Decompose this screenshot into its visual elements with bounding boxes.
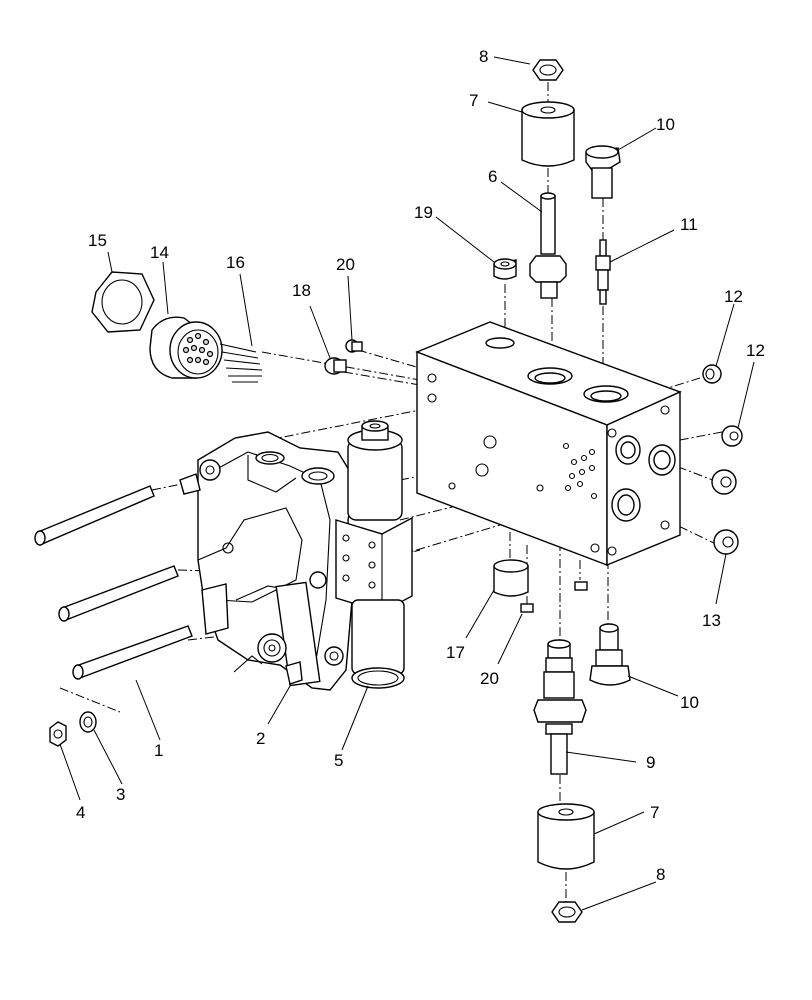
callout-8-bottom: 8 — [656, 865, 665, 884]
callout-14: 14 — [150, 243, 169, 262]
callout-8-top: 8 — [479, 47, 488, 66]
callout-13: 13 — [702, 611, 721, 630]
callout-5: 5 — [334, 751, 343, 770]
upper-coil-stack — [521, 59, 575, 299]
electrical-connector-group — [91, 271, 263, 383]
leader-lines — [59, 56, 755, 911]
callout-12-lower: 12 — [746, 341, 765, 360]
tie-rod-nut-and-washer — [49, 711, 97, 747]
callout-2: 2 — [256, 729, 265, 748]
callout-15: 15 — [88, 231, 107, 250]
callout-6: 6 — [488, 167, 497, 186]
valve-body-housing — [179, 431, 356, 691]
lower-plugs — [493, 559, 588, 613]
callout-20-bottom: 20 — [480, 669, 499, 688]
connector-pins — [219, 343, 263, 383]
callout-9: 9 — [646, 753, 655, 772]
valve-manifold-block — [415, 321, 682, 567]
solenoid-valve-assembly — [335, 420, 413, 689]
callout-3: 3 — [116, 785, 125, 804]
callout-16: 16 — [226, 253, 245, 272]
callout-20-top: 20 — [336, 255, 355, 274]
upper-sensor-and-pin — [585, 145, 621, 305]
callout-10-top: 10 — [656, 115, 675, 134]
callout-7-bottom: 7 — [650, 803, 659, 822]
callout-19: 19 — [414, 203, 433, 222]
callout-10-bottom: 10 — [680, 693, 699, 712]
callout-labels: 8 7 10 6 19 11 15 14 16 20 18 12 12 13 1… — [76, 47, 765, 884]
callout-1: 1 — [154, 741, 163, 760]
callout-11: 11 — [680, 215, 698, 234]
callout-18: 18 — [292, 281, 311, 300]
lower-sensor — [589, 623, 631, 686]
callout-4: 4 — [76, 803, 85, 822]
tie-rods — [34, 485, 193, 680]
callout-17: 17 — [446, 643, 465, 662]
upper-plugs — [324, 258, 517, 375]
connector-pin-face — [182, 332, 214, 366]
callout-7-top: 7 — [469, 91, 478, 110]
side-plugs — [702, 364, 743, 555]
callout-12-upper: 12 — [724, 287, 743, 306]
lower-coil-stack — [533, 639, 595, 923]
